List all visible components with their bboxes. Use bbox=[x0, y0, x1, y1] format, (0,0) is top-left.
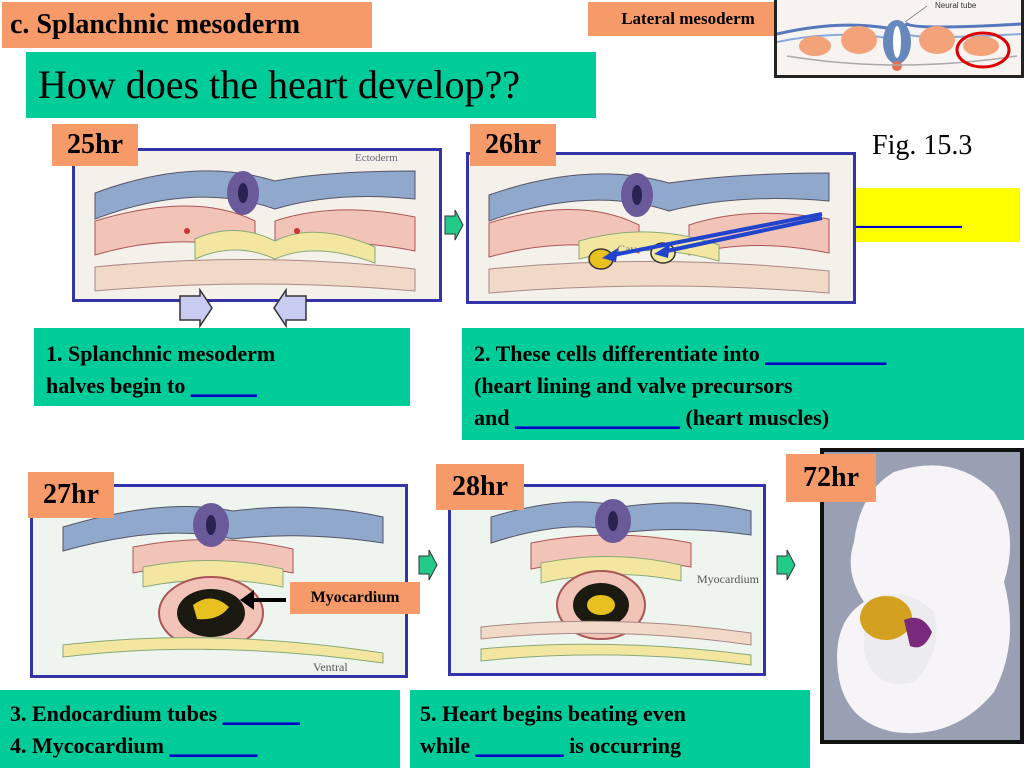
inset-diagram: Neural tube bbox=[774, 0, 1024, 78]
diagram-25hr-svg: Ectoderm bbox=[94, 152, 416, 292]
diagram-25hr: Ectoderm bbox=[72, 148, 442, 302]
inward-arrow-left-icon bbox=[273, 288, 307, 328]
inward-arrow-right-icon bbox=[179, 288, 213, 328]
myocardium-28-label: Myocardium bbox=[697, 572, 760, 586]
ectoderm-label: Ectoderm bbox=[355, 152, 398, 164]
myocardium-pointer-icon bbox=[240, 590, 286, 610]
next-arrow-1-icon bbox=[444, 209, 464, 241]
question-banner: How does the heart develop?? bbox=[26, 52, 596, 118]
step-1-box: 1. Splanchnic mesoderm halves begin to _… bbox=[34, 328, 410, 406]
stage-28hr-label: 28hr bbox=[436, 464, 524, 510]
ventral-label: Ventral bbox=[313, 660, 348, 674]
diagram-27hr-svg: Ventral bbox=[62, 503, 384, 674]
next-arrow-3-icon bbox=[776, 549, 796, 581]
figure-label: Fig. 15.3 bbox=[872, 130, 973, 161]
step-3-4-box: 3. Endocardium tubes _______ 4. Mycocard… bbox=[0, 690, 400, 768]
stage-27hr-label: 27hr bbox=[28, 472, 114, 518]
diagram-26hr: Cav bbox=[466, 152, 856, 304]
section-title: c. Splanchnic mesoderm bbox=[2, 2, 372, 48]
myocardium-callout: Myocardium bbox=[290, 582, 420, 614]
stage-26hr-label: 26hr bbox=[470, 124, 556, 166]
next-arrow-2-icon bbox=[418, 549, 438, 581]
neural-tube-label: Neural tube bbox=[935, 1, 977, 10]
stage-72hr-label: 72hr bbox=[786, 454, 876, 502]
inset-svg: Neural tube bbox=[776, 1, 1022, 71]
lateral-mesoderm-label: Lateral mesoderm bbox=[588, 2, 788, 36]
step-5-box: 5. Heart begins beating even while _____… bbox=[410, 690, 810, 768]
stage-25hr-label: 25hr bbox=[52, 124, 138, 166]
diagram-28hr: Myocardium bbox=[448, 484, 766, 676]
step-2-box: 2. These cells differentiate into ______… bbox=[462, 328, 1024, 440]
diagram-28hr-svg: Myocardium bbox=[480, 499, 760, 666]
pointer-arrows bbox=[602, 212, 823, 262]
